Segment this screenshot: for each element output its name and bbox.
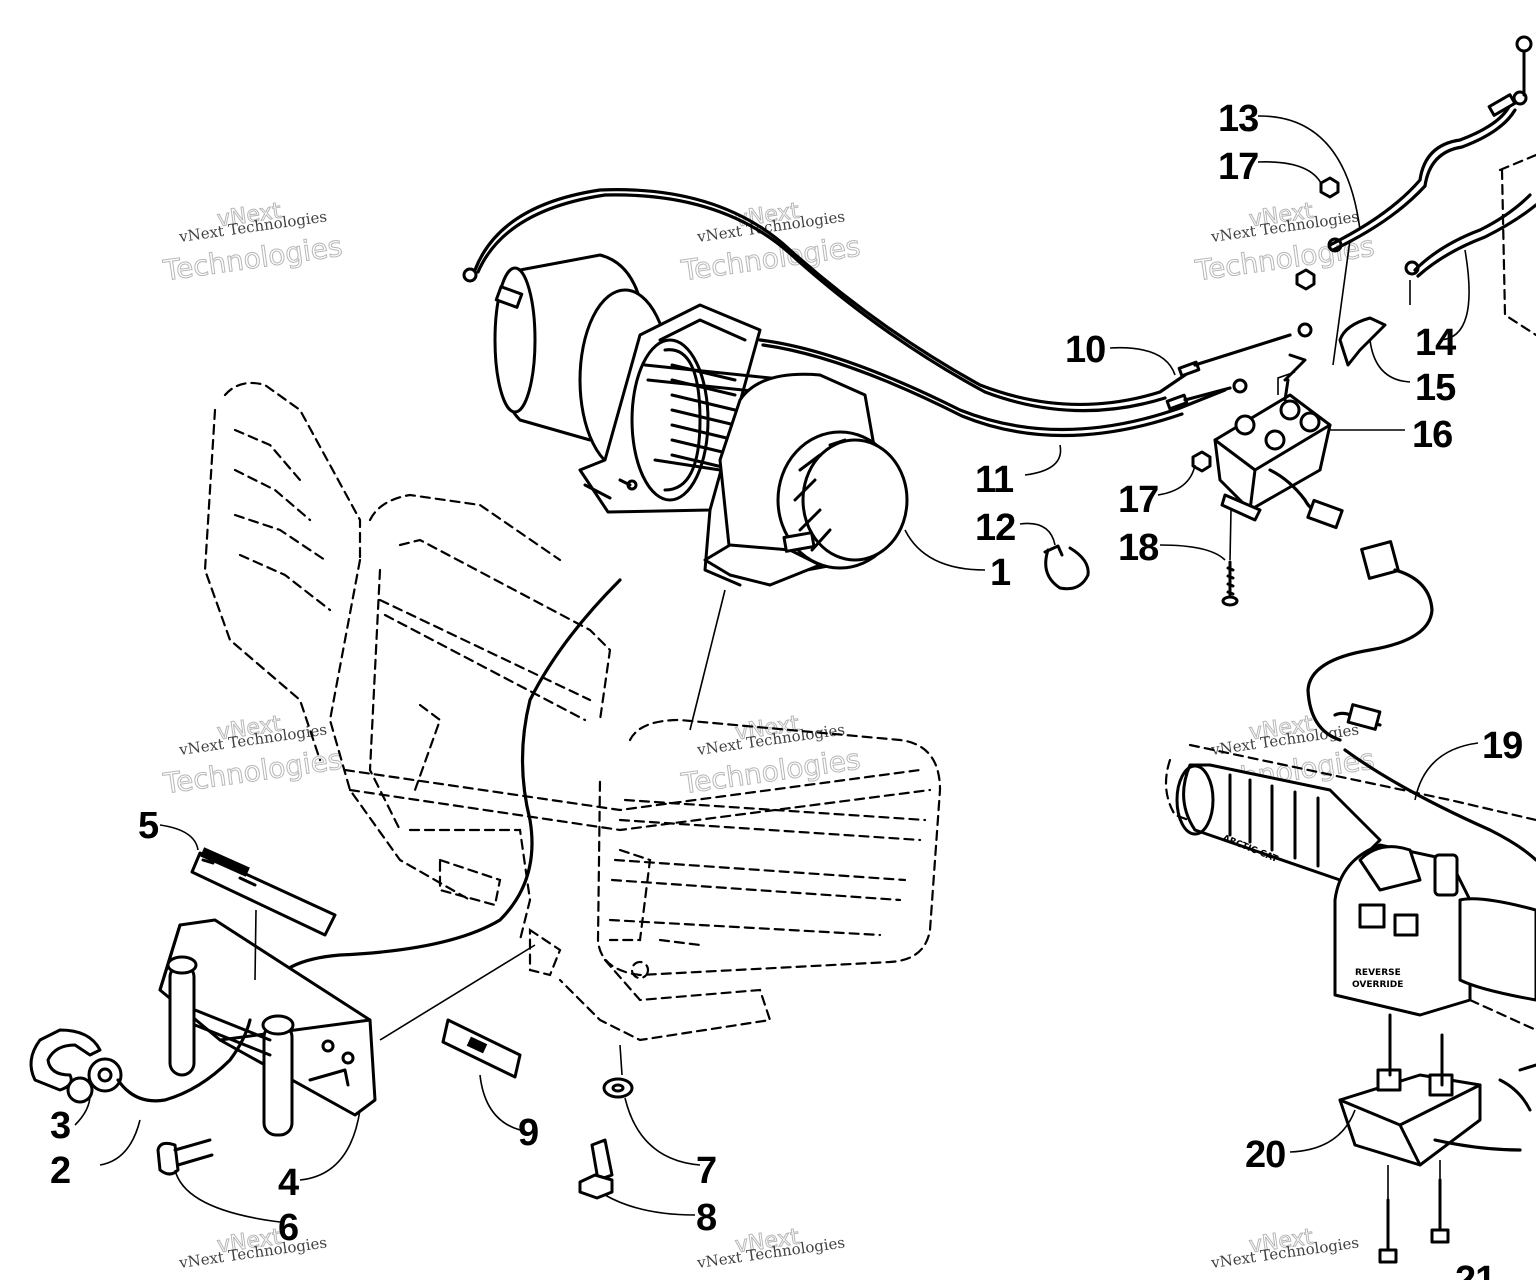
watermark: vNext vNext Technologies Technologies [160, 198, 345, 288]
callout-4: 4 [278, 1162, 299, 1204]
callout-2: 2 [50, 1150, 70, 1192]
callout-16: 16 [1412, 414, 1452, 456]
callout-18: 18 [1118, 527, 1158, 569]
callout-10: 10 [1065, 329, 1105, 371]
protective-boot [1338, 316, 1387, 367]
fairlead-bolt [156, 1138, 214, 1176]
callout-14: 14 [1415, 322, 1456, 364]
winch-hook [29, 1018, 252, 1104]
callout-21: 21 [1455, 1259, 1496, 1280]
watermark: vNext vNext Technologies Technologies [678, 711, 863, 801]
callout-labels: 1 2 3 4 5 6 7 8 9 10 11 12 13 14 15 16 1… [50, 98, 1523, 1280]
switch-decal-line-2: OVERRIDE [1352, 980, 1403, 990]
callout-1: 1 [990, 552, 1011, 594]
watermark: vNext vNext Technologies Technologies [1192, 198, 1377, 288]
warning-decal [190, 847, 337, 937]
callout-19: 19 [1482, 725, 1522, 767]
callout-3: 3 [50, 1105, 70, 1147]
hardware-nuts-screws [1191, 176, 1340, 607]
washer [602, 1077, 634, 1099]
watermark: vNext vNext Technologies [1209, 1224, 1360, 1272]
callout-9: 9 [518, 1112, 538, 1154]
callout-13: 13 [1218, 98, 1258, 140]
watermark-group: vNext vNext Technologies Technologies vN… [160, 198, 1377, 1272]
callout-15: 15 [1415, 367, 1456, 409]
callout-6: 6 [278, 1207, 298, 1249]
watermark: vNext vNext Technologies Technologies [160, 711, 345, 801]
callout-11: 11 [975, 459, 1014, 501]
contactor-solenoid [1213, 353, 1344, 530]
roller-fairlead [158, 918, 377, 1137]
callout-17-bottom: 17 [1118, 479, 1158, 521]
callout-20: 20 [1245, 1134, 1285, 1176]
callout-5: 5 [138, 805, 159, 847]
leader-lines [74, 115, 1479, 1223]
winch-assembly [493, 253, 909, 587]
cable-clamp [1043, 544, 1090, 591]
watermark: vNext vNext Technologies [177, 1224, 328, 1272]
callout-12: 12 [975, 507, 1015, 549]
battery-cables [1327, 35, 1536, 337]
bumper-bolt [578, 1138, 614, 1200]
callout-8: 8 [696, 1197, 716, 1239]
callout-17-top: 17 [1218, 146, 1258, 188]
handlebar-assembly: ARCTIC CAT REVERSE OVERRIDE [1164, 743, 1536, 1032]
switch-harness [1306, 540, 1536, 862]
front-bumper-outline [203, 381, 942, 1042]
instruction-decal [441, 1018, 522, 1079]
callout-7: 7 [696, 1150, 716, 1192]
power-cables [268, 188, 1313, 992]
switch-decal-line-1: REVERSE [1355, 968, 1401, 978]
switch-clamp [1338, 1013, 1536, 1264]
